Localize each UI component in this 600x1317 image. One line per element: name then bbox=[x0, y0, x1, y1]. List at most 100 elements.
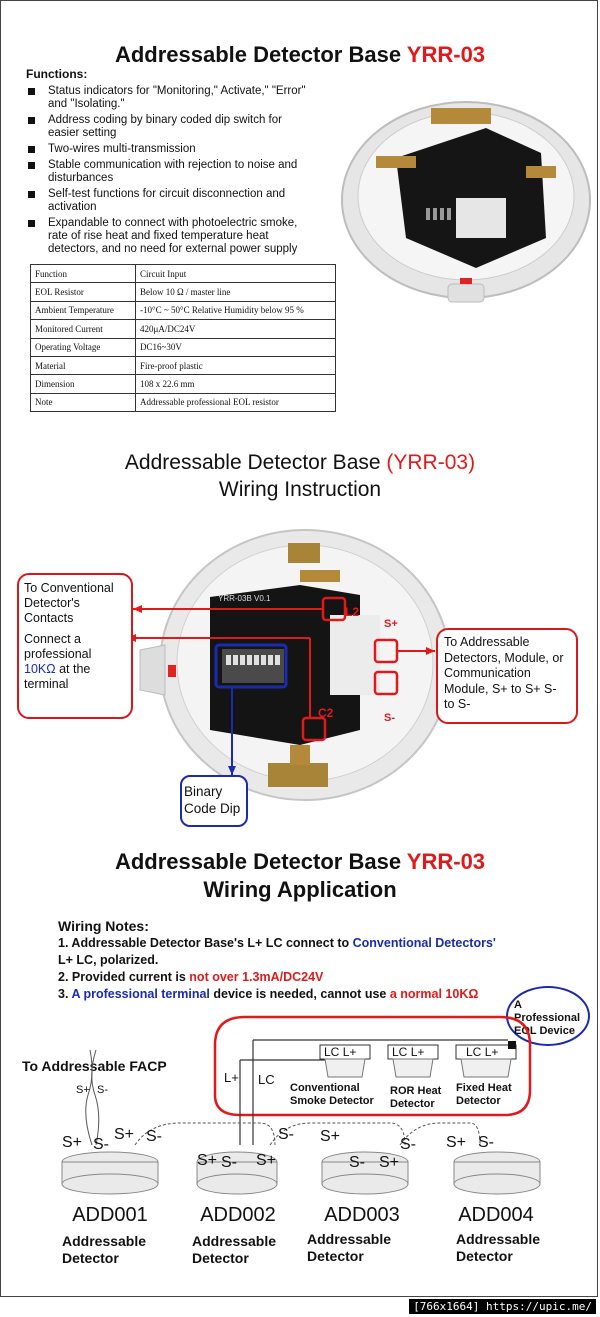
note3-part-d: a normal 10KΩ bbox=[389, 987, 479, 1001]
add002-splus-in: S+ bbox=[197, 1152, 218, 1169]
det2-terminals: LC L+ bbox=[392, 1045, 424, 1059]
functions-heading: Functions: bbox=[26, 67, 88, 81]
det1-lc: LC bbox=[324, 1045, 340, 1059]
function-item: Self-test functions for circuit disconne… bbox=[26, 188, 316, 214]
det3-lc: LC bbox=[466, 1045, 482, 1059]
spec-value: -10°C ~ 50°C Relative Humidity below 95 … bbox=[135, 300, 336, 321]
add004-sminus-in: S- bbox=[478, 1134, 494, 1151]
section3-title-main: Addressable Detector Base bbox=[114, 849, 402, 874]
pcb-label: YRR-03B V0.1 bbox=[218, 594, 271, 603]
spec-key: Dimension bbox=[30, 374, 136, 394]
det2-lplus: L+ bbox=[410, 1045, 425, 1059]
add001-splus-in: S+ bbox=[62, 1134, 83, 1151]
section3-subtitle: Wiring Application bbox=[203, 877, 397, 902]
eol-connect-text-c: at the terminal bbox=[24, 662, 91, 691]
add002-splus-out: S+ bbox=[256, 1152, 277, 1169]
spec-key: Material bbox=[30, 355, 136, 376]
spec-value: 420μA/DC24V bbox=[135, 319, 336, 339]
section3-title-model: YRR-03 bbox=[406, 849, 486, 874]
image-size-footer: [766x1664] https://upic.me/ bbox=[409, 1299, 596, 1314]
det1-lplus: L+ bbox=[342, 1045, 357, 1059]
base-label-add001: Addressable Detector bbox=[62, 1233, 147, 1266]
note3-part-b: A professional terminal bbox=[71, 987, 210, 1001]
base-label-add004: Addressable Detector bbox=[456, 1231, 541, 1264]
function-item: Expandable to connect with photoelectric… bbox=[26, 217, 316, 256]
add002-sminus-in: S- bbox=[221, 1154, 237, 1171]
spec-key: Function bbox=[30, 263, 136, 284]
sminus-label: S- bbox=[384, 712, 395, 724]
facp-sminus: S- bbox=[97, 1084, 108, 1096]
eol-connect-text-a: Connect a professional bbox=[24, 632, 92, 661]
detector-label-smoke: Conventional Smoke Detector bbox=[290, 1082, 374, 1107]
binary-code-dip-box: Binary Code Dip bbox=[180, 775, 248, 827]
base-label-add002: Addressable Detector bbox=[192, 1233, 277, 1266]
addressable-devices-box: To Addressable Detectors, Module, or Com… bbox=[436, 628, 578, 724]
note2-part-a: 2. Provided current is bbox=[58, 970, 190, 984]
note1-part-c: L+ LC, polarized. bbox=[58, 953, 159, 967]
section2-title: Addressable Detector Base (YRR-03) bbox=[0, 451, 600, 475]
base-name-add001: ADD001 bbox=[72, 1204, 148, 1226]
eol-connect-text-b: 10KΩ bbox=[24, 662, 56, 676]
spec-value: DC16~30V bbox=[135, 337, 336, 357]
add002-sminus-out: S- bbox=[278, 1126, 294, 1143]
add001-splus-out: S+ bbox=[114, 1126, 135, 1143]
section2-subtitle: Wiring Instruction bbox=[218, 478, 382, 501]
wiring-note-3: 3. A professional terminal device is nee… bbox=[58, 986, 578, 1003]
facp-splus: S+ bbox=[76, 1084, 90, 1096]
spec-key: Note bbox=[30, 392, 136, 413]
section1-title-main: Addressable Detector Base bbox=[114, 42, 402, 67]
function-item: Status indicators for "Monitoring," Acti… bbox=[26, 85, 316, 111]
add003-splus-in: S+ bbox=[320, 1128, 341, 1145]
base-label-add003: Addressable Detector bbox=[307, 1231, 392, 1264]
wiring-note-2: 2. Provided current is not over 1.3mA/DC… bbox=[58, 969, 578, 986]
app-lc-label: LC bbox=[258, 1072, 275, 1087]
l2-label: L2 bbox=[345, 605, 359, 619]
wiring-notes-heading: Wiring Notes: bbox=[58, 918, 149, 934]
spec-value: Fire-proof plastic bbox=[135, 355, 336, 376]
conventional-contacts-text: To Conventional Detector's Contacts bbox=[24, 581, 114, 625]
spec-key: Ambient Temperature bbox=[30, 300, 136, 321]
function-item: Stable communication with rejection to n… bbox=[26, 159, 316, 185]
function-item: Address coding by binary coded dip switc… bbox=[26, 114, 316, 140]
functions-list: Functions: Status indicators for "Monito… bbox=[26, 68, 316, 259]
spec-key: Operating Voltage bbox=[30, 337, 136, 357]
section2-title-model: (YRR-03) bbox=[386, 451, 476, 474]
add001-sminus-in: S- bbox=[93, 1136, 109, 1153]
section2-title-main: Addressable Detector Base bbox=[124, 451, 381, 474]
note2-part-b: not over 1.3mA/DC24V bbox=[189, 970, 324, 984]
add001-sminus-out: S- bbox=[146, 1128, 162, 1145]
section3-title: Addressable Detector Base YRR-03 bbox=[0, 849, 600, 875]
app-lplus-label: L+ bbox=[224, 1070, 239, 1085]
section1-title: Addressable Detector Base YRR-03 bbox=[0, 42, 600, 68]
spec-value: Circuit Input bbox=[135, 263, 336, 284]
table-row: Ambient Temperature-10°C ~ 50°C Relative… bbox=[30, 300, 336, 321]
base-name-add004: ADD004 bbox=[458, 1204, 534, 1226]
add003-sminus-in: S- bbox=[349, 1154, 365, 1171]
det2-lc: LC bbox=[392, 1045, 408, 1059]
note1-part-a: 1. Addressable Detector Base's L+ LC con… bbox=[58, 936, 353, 950]
base-name-add002: ADD002 bbox=[200, 1204, 276, 1226]
add003-splus-out: S+ bbox=[379, 1154, 400, 1171]
detector-label-ror: ROR Heat Detector bbox=[390, 1085, 442, 1110]
wiring-notes: Wiring Notes: 1. Addressable Detector Ba… bbox=[58, 918, 578, 1003]
facp-label: To Addressable FACP bbox=[22, 1058, 167, 1074]
spec-value: Below 10 Ω / master line bbox=[135, 282, 336, 302]
spec-value: Addressable professional EOL resistor bbox=[135, 392, 336, 413]
detector-base-photo-1 bbox=[341, 101, 591, 303]
base-name-add003: ADD003 bbox=[324, 1204, 400, 1226]
note1-part-b: Conventional Detectors' bbox=[352, 936, 496, 950]
note3-part-a: 3. bbox=[58, 987, 72, 1001]
splus-label: S+ bbox=[384, 618, 398, 630]
spec-key: EOL Resistor bbox=[30, 282, 136, 302]
detector-label-fixed: Fixed Heat Detector bbox=[456, 1082, 512, 1107]
section1-title-model: YRR-03 bbox=[406, 42, 486, 67]
